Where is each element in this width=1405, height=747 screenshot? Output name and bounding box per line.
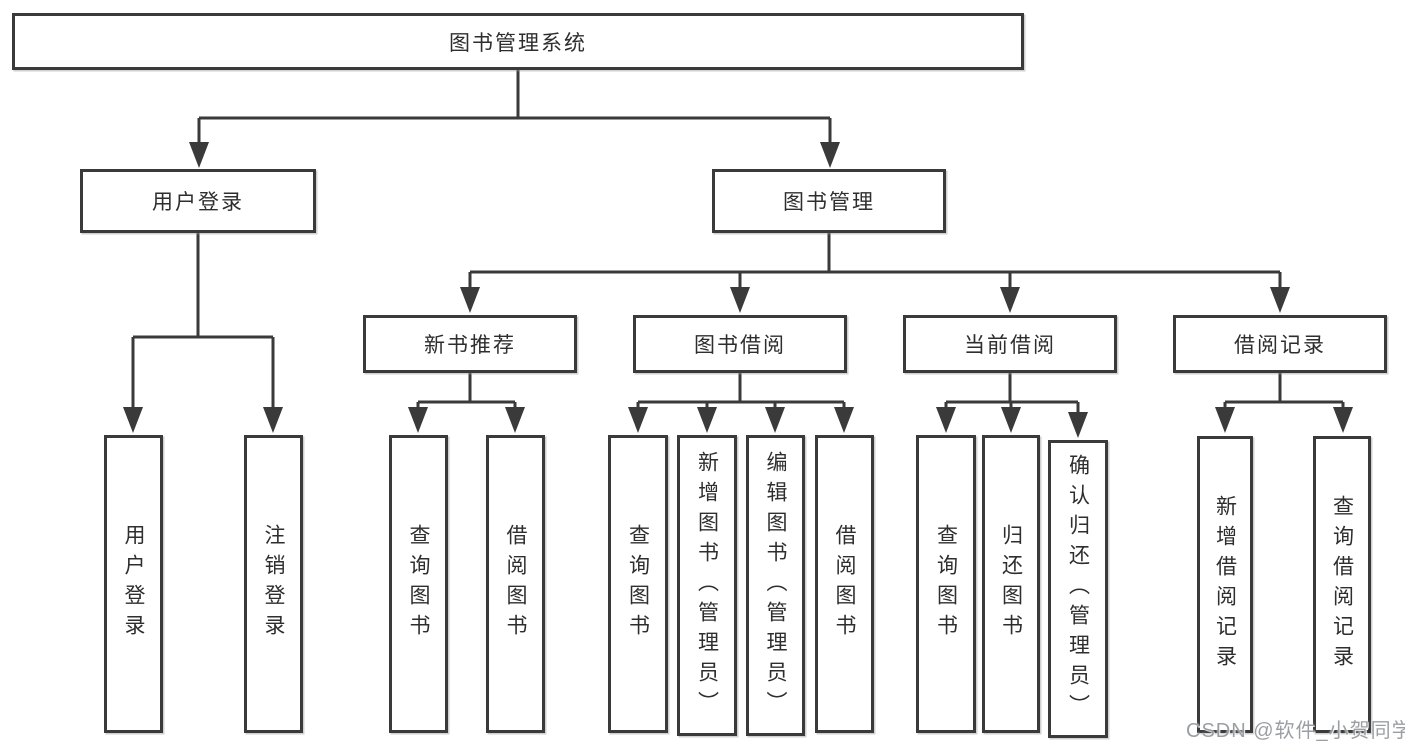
node-new-book-recommendation: 新书推荐 bbox=[363, 315, 577, 373]
node-book-management: 图书管理 bbox=[712, 169, 946, 233]
node-new-book-recommendation-label: 新书推荐 bbox=[424, 334, 516, 357]
leaf-edit-book-admin-label: 编辑图书（管理员） bbox=[764, 450, 787, 721]
leaf-edit-book-admin: 编辑图书（管理员） bbox=[746, 435, 805, 736]
leaf-query-books-borrowing-label: 查询图书 bbox=[626, 524, 650, 644]
leaf-query-borrow-record-label: 查询借阅记录 bbox=[1330, 494, 1354, 675]
leaf-query-books-borrowing: 查询图书 bbox=[608, 435, 668, 733]
leaf-return-books: 归还图书 bbox=[982, 435, 1040, 733]
leaf-add-book-admin: 新增图书（管理员） bbox=[677, 435, 737, 736]
leaf-query-books-recommend-label: 查询图书 bbox=[407, 524, 430, 644]
leaf-query-books-current-label: 查询图书 bbox=[934, 524, 958, 644]
leaf-add-book-admin-label: 新增图书（管理员） bbox=[695, 450, 719, 721]
leaf-borrow-books-borrowing: 借阅图书 bbox=[815, 435, 874, 733]
leaf-borrow-books-recommend: 借阅图书 bbox=[486, 435, 545, 733]
leaf-query-borrow-record: 查询借阅记录 bbox=[1313, 436, 1371, 733]
leaf-confirm-return-admin: 确认归还（管理员） bbox=[1048, 440, 1108, 738]
node-borrowing-records-label: 借阅记录 bbox=[1234, 334, 1326, 357]
leaf-query-books-current: 查询图书 bbox=[916, 435, 976, 733]
leaf-borrow-books-recommend-label: 借阅图书 bbox=[504, 524, 527, 644]
node-book-borrowing: 图书借阅 bbox=[633, 315, 847, 373]
node-user-login: 用户登录 bbox=[80, 169, 316, 233]
csdn-watermark: CSDN @软件_小贺同学 bbox=[1186, 720, 1405, 742]
leaf-return-books-label: 归还图书 bbox=[999, 524, 1023, 644]
node-current-borrowing: 当前借阅 bbox=[903, 315, 1117, 373]
leaf-confirm-return-admin-label: 确认归还（管理员） bbox=[1066, 454, 1090, 724]
node-book-borrowing-label: 图书借阅 bbox=[694, 334, 786, 357]
leaf-query-books-recommend: 查询图书 bbox=[389, 435, 448, 733]
leaf-add-borrow-record: 新增借阅记录 bbox=[1197, 436, 1253, 733]
node-user-login-label: 用户登录 bbox=[152, 191, 244, 214]
node-system-root: 图书管理系统 bbox=[12, 13, 1024, 70]
arrowheads bbox=[123, 142, 1353, 438]
leaf-logout-login: 注销登录 bbox=[244, 435, 303, 733]
node-borrowing-records: 借阅记录 bbox=[1173, 315, 1387, 373]
node-book-management-label: 图书管理 bbox=[783, 191, 875, 214]
leaf-add-borrow-record-label: 新增借阅记录 bbox=[1213, 494, 1237, 675]
leaf-user-login: 用户登录 bbox=[104, 435, 163, 733]
node-system-root-label: 图书管理系统 bbox=[449, 31, 587, 55]
leaf-logout-login-label: 注销登录 bbox=[262, 524, 285, 644]
leaf-borrow-books-borrowing-label: 借阅图书 bbox=[833, 524, 856, 644]
leaf-user-login-label: 用户登录 bbox=[122, 524, 145, 644]
node-current-borrowing-label: 当前借阅 bbox=[964, 334, 1056, 357]
